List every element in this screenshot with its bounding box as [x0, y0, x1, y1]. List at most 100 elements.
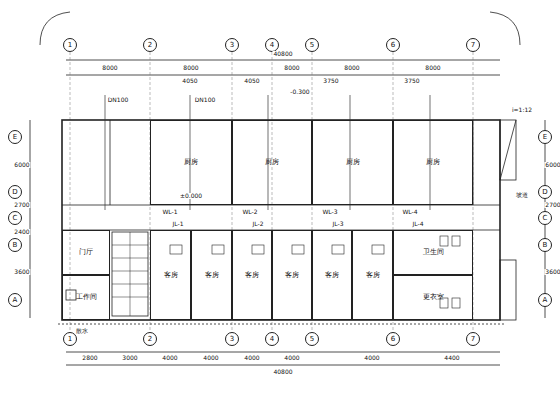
axis-bubble: D: [8, 185, 22, 199]
axis-bubble: 6: [386, 332, 400, 346]
room-box: 卫生间: [393, 230, 473, 275]
axis-number: C: [13, 215, 18, 222]
axis-number: 3: [230, 42, 234, 49]
plan-label: 8000: [343, 65, 360, 71]
plan-label: 散水: [75, 328, 89, 334]
room-name: 厨房: [184, 159, 198, 166]
axis-bubble: B: [8, 238, 22, 252]
plan-label: WL-4: [401, 209, 418, 215]
axis-number: E: [543, 134, 547, 141]
axis-number: 1: [68, 336, 72, 343]
plan-label: 3750: [403, 78, 420, 84]
room-name: 工作间: [76, 294, 97, 301]
plan-label: 2400: [13, 229, 30, 235]
axis-bubble: 5: [305, 332, 319, 346]
axis-number: A: [13, 297, 18, 304]
room-name: 厨房: [346, 159, 360, 166]
plan-label: 8000: [101, 65, 118, 71]
plan-label: 3750: [322, 78, 339, 84]
axis-bubble: D: [538, 185, 552, 199]
plan-label: 2700: [13, 202, 30, 208]
axis-bubble: 1: [63, 332, 77, 346]
plan-label: 4000: [202, 355, 219, 361]
axis-number: 7: [471, 42, 475, 49]
room-name: 客房: [285, 272, 299, 279]
room-box: 厨房: [312, 120, 393, 205]
axis-number: 4: [270, 336, 274, 343]
axis-bubble: C: [538, 211, 552, 225]
plan-label: 8000: [424, 65, 441, 71]
plan-label: DN100: [194, 97, 217, 103]
plan-label: 4050: [181, 78, 198, 84]
room-box: 客房: [232, 230, 272, 320]
room-box: 门厅: [62, 230, 110, 275]
axis-bubble: A: [8, 293, 22, 307]
axis-number: 2: [148, 42, 152, 49]
axis-number: D: [12, 189, 17, 196]
plan-label: 3600: [13, 269, 30, 275]
axis-bubble: C: [8, 211, 22, 225]
plan-label: 40800: [272, 369, 293, 375]
axis-number: 7: [471, 336, 475, 343]
axis-number: 1: [68, 42, 72, 49]
room-name: 客房: [325, 272, 339, 279]
axis-number: 5: [310, 336, 314, 343]
room-box: 厨房: [393, 120, 473, 205]
plan-label: 3000: [121, 355, 138, 361]
plan-label: 6000: [544, 162, 560, 168]
axis-number: C: [543, 215, 548, 222]
room-box: 更衣室: [393, 275, 473, 320]
axis-bubble: 6: [386, 38, 400, 52]
room-box: 客房: [191, 230, 232, 320]
axis-number: 4: [270, 42, 274, 49]
room-name: 厨房: [426, 159, 440, 166]
room-box: 客房: [150, 230, 191, 320]
plan-label: 4400: [443, 355, 460, 361]
plan-label: 40800: [272, 51, 293, 57]
plan-label: JL-3: [332, 221, 345, 227]
axis-bubble: 4: [265, 332, 279, 346]
plan-label: 4000: [243, 355, 260, 361]
room-box: 厨房: [232, 120, 312, 205]
axis-bubble: 4: [265, 38, 279, 52]
plan-label: 4000: [283, 355, 300, 361]
axis-bubble: E: [8, 130, 22, 144]
plan-label: WL-1: [161, 209, 178, 215]
axis-bubble: 3: [225, 38, 239, 52]
axis-number: B: [543, 242, 548, 249]
room-box: 工作间: [62, 275, 110, 320]
axis-bubble: B: [538, 238, 552, 252]
plan-label: WL-3: [321, 209, 338, 215]
axis-bubble: 2: [143, 332, 157, 346]
room-name: 更衣室: [423, 294, 444, 301]
plan-label: 8000: [182, 65, 199, 71]
axis-number: 5: [310, 42, 314, 49]
axis-number: B: [13, 242, 18, 249]
axis-bubble: 2: [143, 38, 157, 52]
axis-bubble: 3: [225, 332, 239, 346]
plan-label: -0.300: [289, 89, 310, 95]
plan-label: 2700: [544, 202, 560, 208]
axis-number: 6: [391, 336, 395, 343]
axis-number: A: [543, 297, 548, 304]
axis-number: 6: [391, 42, 395, 49]
plan-label: i=1:12: [511, 107, 533, 113]
room-name: 客房: [245, 272, 259, 279]
axis-bubble: E: [538, 130, 552, 144]
plan-label: 坡道: [515, 192, 529, 198]
plan-label: 4000: [161, 355, 178, 361]
axis-number: D: [542, 189, 547, 196]
room-name: 厨房: [265, 159, 279, 166]
room-name: 客房: [205, 272, 219, 279]
plan-label: DN100: [107, 97, 130, 103]
room-box: 客房: [352, 230, 393, 320]
room-name: 门厅: [79, 249, 93, 256]
axis-bubble: 7: [466, 38, 480, 52]
axis-bubble: 1: [63, 38, 77, 52]
room-box: 客房: [272, 230, 312, 320]
axis-bubble: A: [538, 293, 552, 307]
plan-label: JL-1: [172, 221, 185, 227]
plan-label: 4000: [363, 355, 380, 361]
room-name: 卫生间: [423, 249, 444, 256]
plan-label: 8000: [283, 65, 300, 71]
